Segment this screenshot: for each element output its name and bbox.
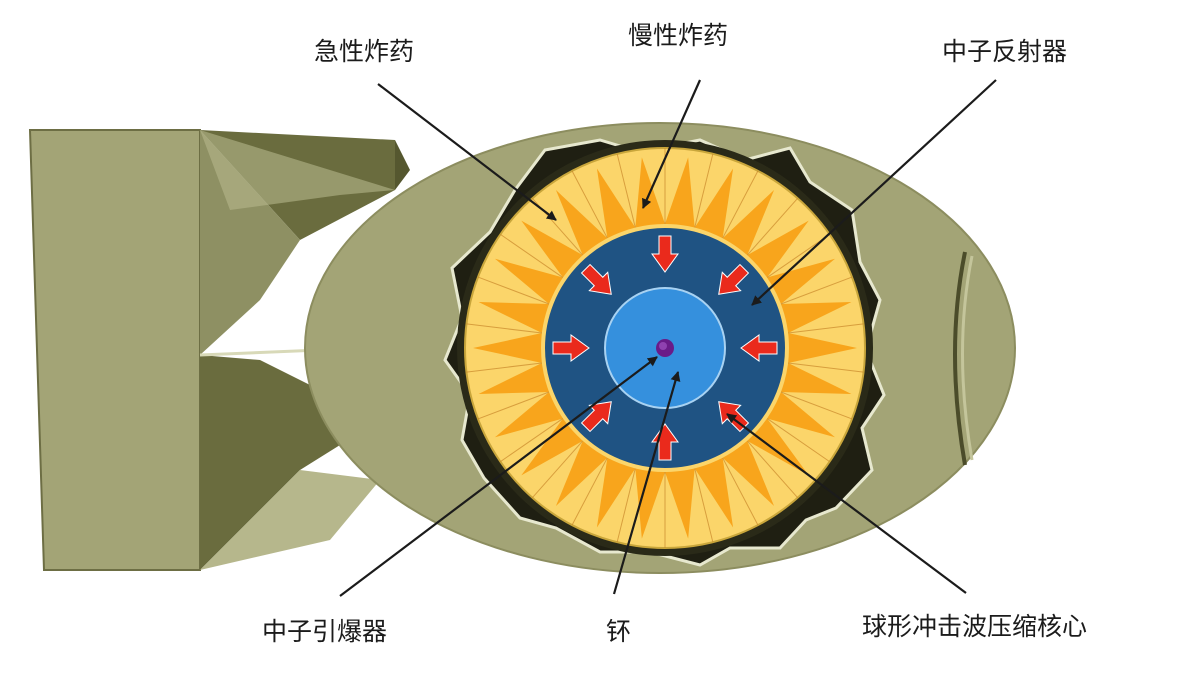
slow-explosive-spike bbox=[780, 362, 852, 394]
tail-fin-right-edge bbox=[395, 140, 410, 190]
leader-slow-explosive bbox=[641, 79, 702, 209]
lens-divider bbox=[722, 170, 759, 239]
label-slow-explosive: 慢性炸药 bbox=[628, 21, 728, 50]
slow-explosive-spike bbox=[665, 157, 695, 228]
label-plutonium: 钚 bbox=[606, 617, 631, 646]
leader-compression-core bbox=[726, 413, 967, 594]
tail-fins bbox=[28, 129, 410, 571]
tail-fin-lower-light bbox=[200, 470, 380, 570]
lens-divider bbox=[500, 418, 564, 463]
compression-arrow bbox=[552, 334, 590, 362]
slow-explosive-spike bbox=[478, 302, 550, 334]
slow-explosive-spikes bbox=[473, 157, 857, 539]
compression-arrow bbox=[718, 263, 750, 295]
compression-arrow bbox=[651, 423, 679, 461]
cutaway bbox=[443, 138, 886, 567]
compression-arrow bbox=[580, 263, 612, 295]
leader-fast-explosive bbox=[377, 83, 557, 221]
compression-arrow bbox=[580, 401, 612, 433]
nose-band bbox=[953, 251, 967, 466]
slow-explosive-spike bbox=[694, 457, 734, 528]
lens-divider bbox=[532, 440, 584, 499]
compression-arrow bbox=[651, 235, 679, 273]
lens-divider bbox=[466, 362, 542, 373]
slow-explosive-spike bbox=[635, 468, 665, 539]
leader-neutron-initiator bbox=[339, 356, 658, 597]
slow-explosive-spike bbox=[521, 220, 583, 278]
slow-explosive-spike bbox=[596, 168, 636, 239]
lens-divider bbox=[571, 170, 608, 239]
slow-explosive-spike bbox=[494, 258, 563, 305]
slow-explosive-spike bbox=[722, 440, 775, 507]
lens-divider bbox=[477, 391, 550, 420]
slow-explosive-spike bbox=[788, 333, 857, 363]
label-fast-explosive: 急性炸药 bbox=[314, 37, 414, 66]
lens-divider bbox=[788, 362, 864, 373]
lens-divider bbox=[766, 418, 830, 463]
compression-arrow bbox=[740, 334, 778, 362]
slow-explosive-spike bbox=[747, 418, 809, 476]
label-compression-core: 球形冲击波压缩核心 bbox=[862, 612, 1087, 641]
slow-explosive-spike bbox=[555, 189, 608, 256]
tail-fin-upper-light bbox=[200, 130, 395, 210]
labels: 急性炸药 慢性炸药 中子反射器 中子引爆器 钚 球形冲击波压缩核心 bbox=[262, 21, 1087, 646]
lens-divider bbox=[722, 457, 759, 526]
label-neutron-initiator: 中子引爆器 bbox=[262, 617, 387, 646]
slow-explosive-spike bbox=[473, 333, 542, 363]
lens-divider bbox=[466, 323, 542, 334]
lens-divider bbox=[746, 440, 798, 499]
lens-divider bbox=[616, 153, 636, 228]
slow-explosive-spike bbox=[747, 220, 809, 278]
lens-divider bbox=[694, 153, 714, 228]
slow-explosive-spike bbox=[665, 468, 695, 539]
lens-divider bbox=[500, 233, 564, 278]
neutron-initiator-highlight bbox=[659, 342, 667, 350]
slow-explosive-spike bbox=[521, 418, 583, 476]
slow-explosive-spike bbox=[722, 189, 775, 256]
slow-explosive-spike bbox=[478, 362, 550, 394]
tail-fin-ridge bbox=[199, 348, 321, 357]
slow-explosive-spike bbox=[767, 258, 836, 305]
slow-explosive-spike bbox=[555, 440, 608, 507]
slow-explosive-spike bbox=[494, 391, 563, 438]
lens-divider bbox=[694, 468, 714, 543]
lens-divider bbox=[746, 197, 798, 256]
label-neutron-reflector: 中子反射器 bbox=[942, 37, 1067, 66]
leader-lines bbox=[339, 79, 997, 597]
leader-neutron-reflector bbox=[751, 79, 997, 306]
lens-divider bbox=[477, 276, 550, 305]
lens-divider bbox=[571, 457, 608, 526]
slow-explosive-spike bbox=[767, 391, 836, 438]
lens-divider bbox=[788, 323, 864, 334]
lens-divider bbox=[616, 468, 636, 543]
slow-explosive-spike bbox=[596, 457, 636, 528]
nose-band-highlight bbox=[961, 255, 974, 461]
slow-explosive-spike bbox=[780, 302, 852, 334]
lens-divider bbox=[780, 391, 853, 420]
slow-explosive-spike bbox=[694, 168, 734, 239]
tail-fin-front-face bbox=[28, 129, 201, 571]
leader-plutonium bbox=[612, 371, 681, 595]
lens-divider bbox=[780, 276, 853, 305]
